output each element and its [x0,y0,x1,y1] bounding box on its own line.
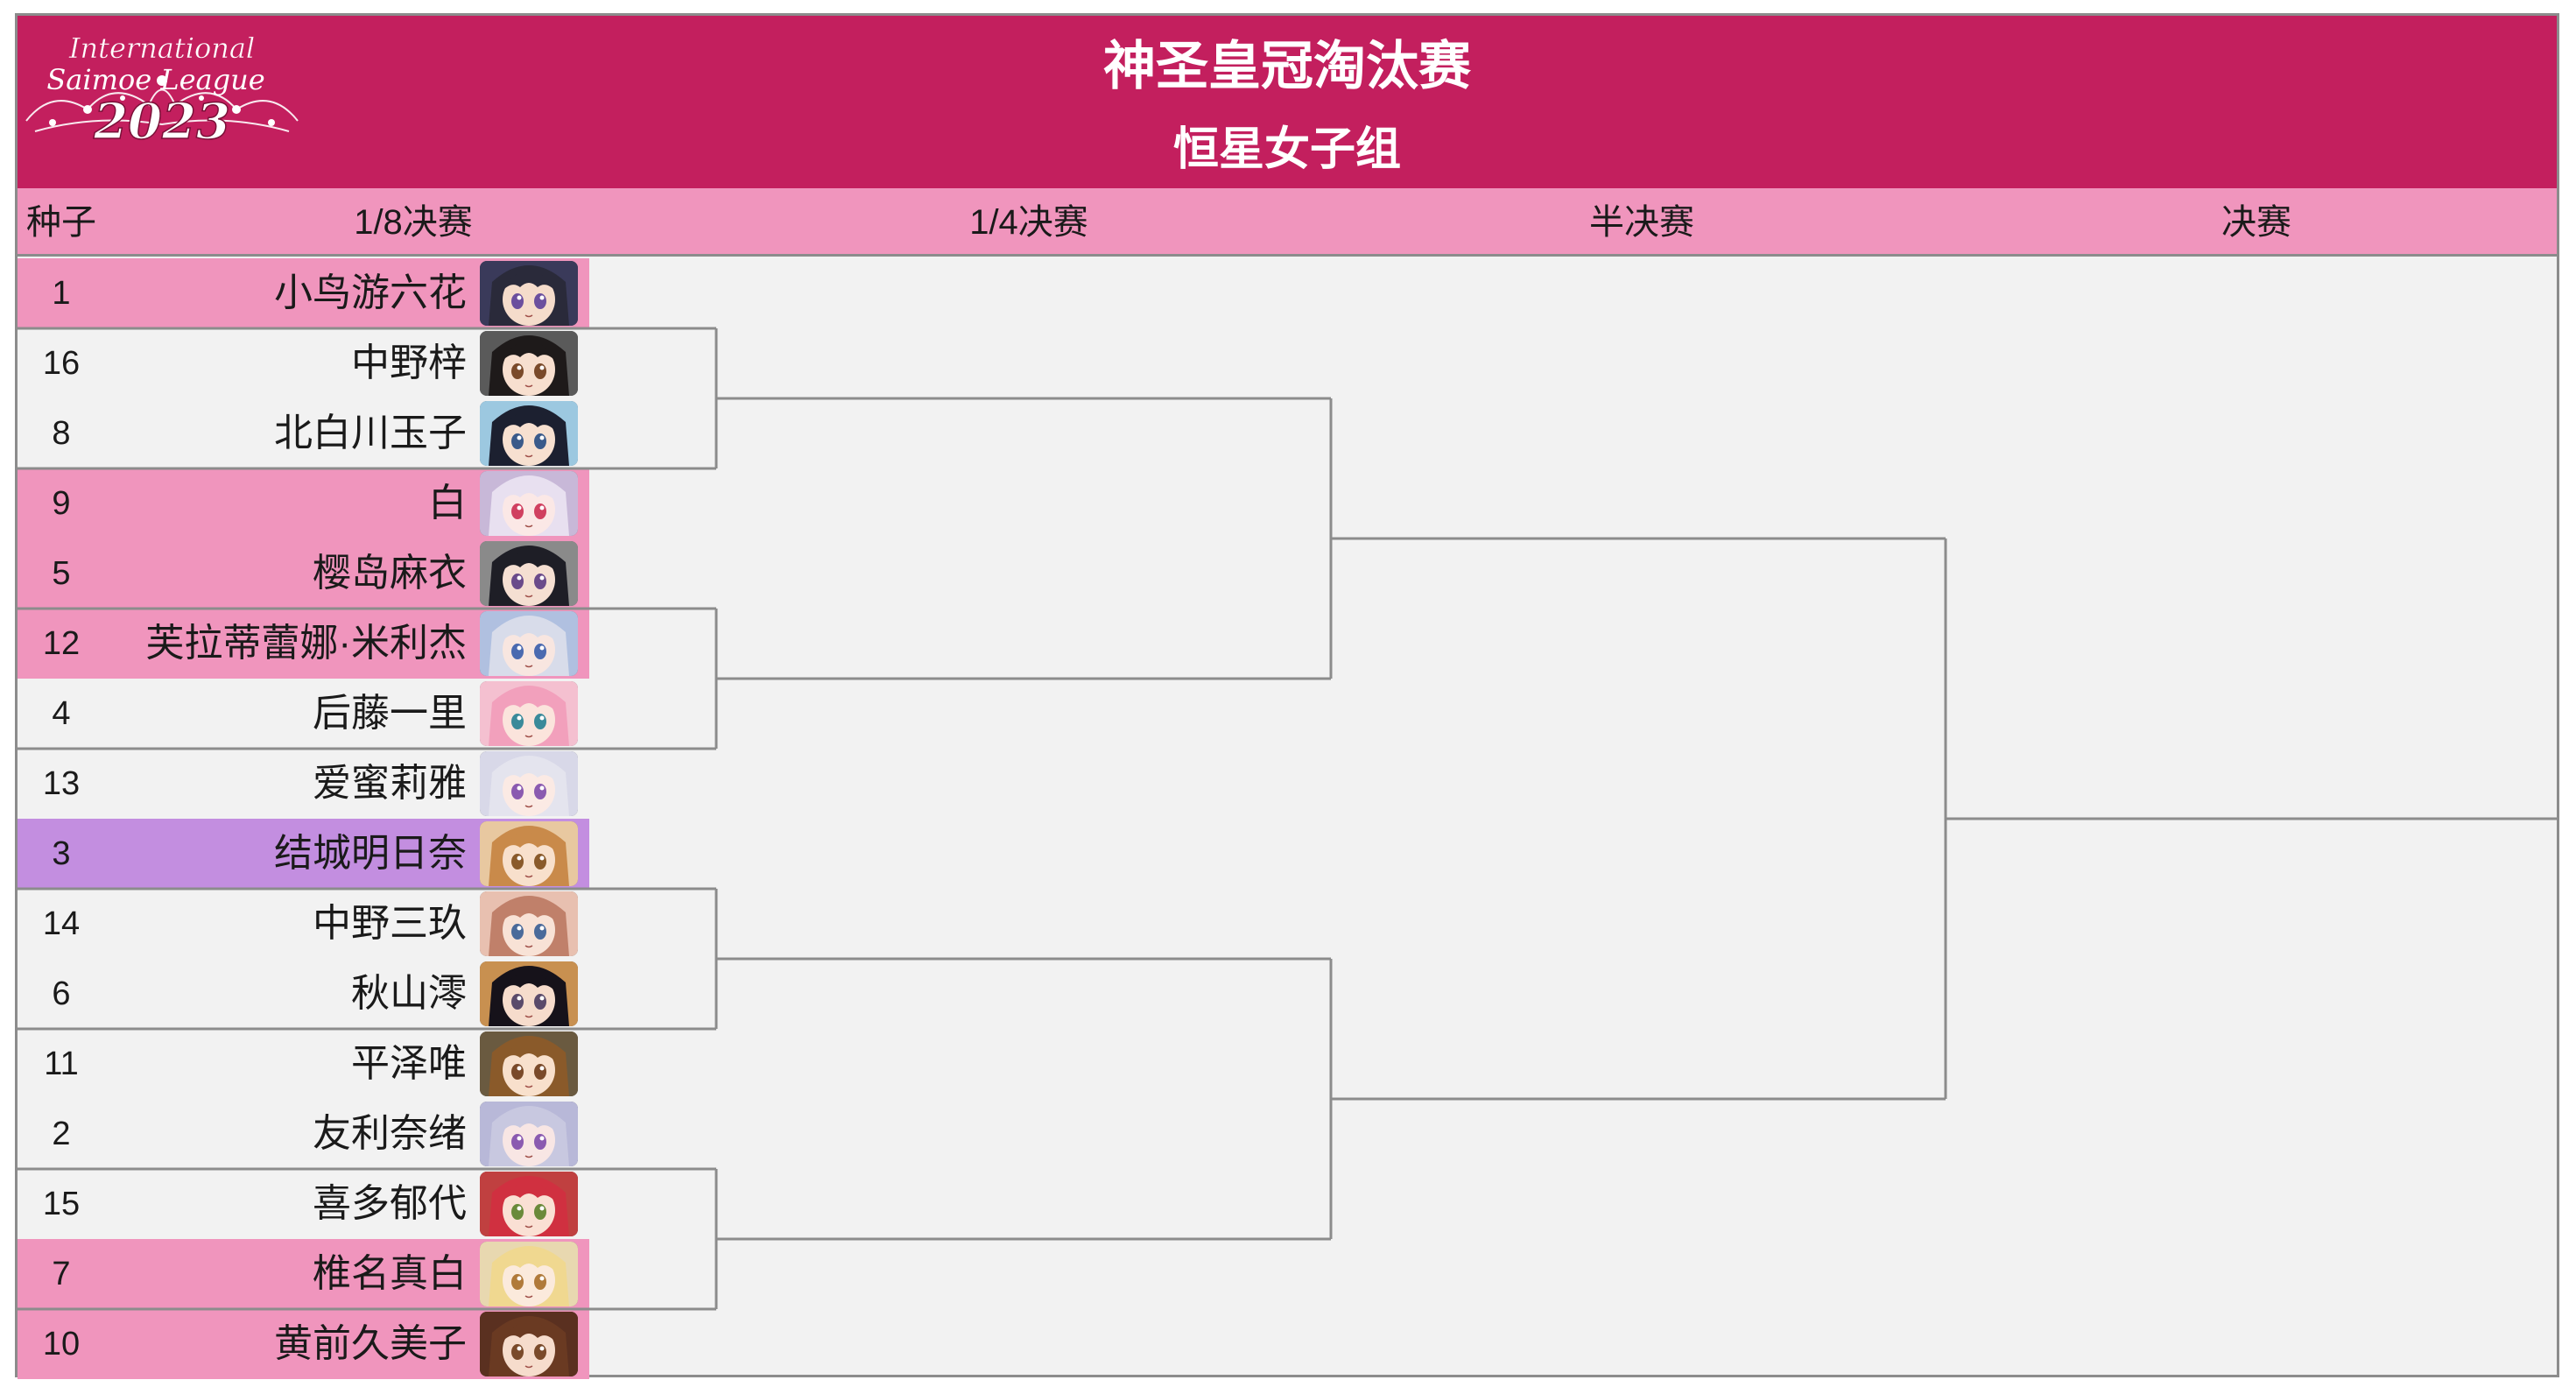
entry-seed: 12 [42,625,81,662]
entry-name: 喜多郁代 [313,1182,467,1225]
entry-seed: 14 [42,905,81,942]
svg-text:Saimoe League: Saimoe League [46,63,264,96]
entry-name: 北白川玉子 [274,412,467,454]
quarterfinal-header: 1/4决赛 [969,203,1088,242]
entry-name: 黄前久美子 [274,1322,467,1365]
entry-seed: 3 [52,835,71,872]
entry-seed: 16 [42,345,81,382]
character-avatar [480,401,578,466]
entry-name: 椎名真白 [313,1252,467,1295]
entry-row: 13 爱蜜莉雅 [18,749,589,819]
entry-row: 2 友利奈绪 [18,1099,589,1169]
entry-row: 5 樱岛麻衣 [18,539,589,609]
entry-row: 7 椎名真白 [18,1239,589,1309]
character-avatar [480,751,578,816]
character-avatar [480,1102,578,1166]
character-avatar [480,681,578,746]
entry-row: 8 北白川玉子 [18,398,589,468]
character-avatar [480,1172,578,1236]
svg-text:2023: 2023 [93,93,230,151]
entry-seed: 6 [52,975,71,1012]
entry-row: 11 平泽唯 [18,1029,589,1099]
character-avatar [480,1031,578,1096]
entry-seed: 10 [42,1326,81,1362]
entry-seed: 8 [52,415,71,452]
entry-name: 小鸟游六花 [274,271,467,314]
entry-name: 后藤一里 [313,692,467,735]
page-title: 神圣皇冠淘汰赛 [1103,37,1471,95]
entry-row: 15 喜多郁代 [18,1169,589,1239]
entry-row: 14 中野三玖 [18,889,589,959]
entry-seed: 1 [52,275,71,312]
entry-row: 4 后藤一里 [18,679,589,749]
entry-name: 中野梓 [351,341,467,384]
character-avatar [480,331,578,396]
character-avatar [480,961,578,1026]
character-avatar [480,1242,578,1306]
svg-text:International: International [68,32,255,65]
character-avatar [480,611,578,676]
entry-row: 6 秋山澪 [18,959,589,1029]
group-subtitle: 恒星女子组 [1172,124,1401,175]
entry-row: 1 小鸟游六花 [18,258,589,328]
entry-seed: 5 [52,555,71,592]
semifinal-header: 半决赛 [1589,203,1694,242]
entry-row: 10 黄前久美子 [18,1309,589,1379]
entry-name: 中野三玖 [313,902,467,945]
entry-seed: 11 [44,1046,79,1082]
entry-seed: 7 [52,1256,71,1292]
character-avatar [480,821,578,886]
entry-seed: 13 [42,765,81,802]
entry-seed: 15 [42,1186,81,1222]
seed-column-header: 种子 [26,203,96,242]
entry-name: 樱岛麻衣 [313,552,467,595]
final-header: 决赛 [2221,203,2291,242]
round-header-bar: 种子 1/8决赛 1/4决赛 半决赛 决赛 [18,188,2557,257]
entry-name: 白 [428,482,467,525]
entry-name: 芙拉蒂蕾娜·米利杰 [145,622,467,665]
entry-name: 秋山澪 [351,972,467,1015]
entry-seed: 9 [52,485,71,522]
character-avatar [480,471,578,536]
league-logo: International Saimoe League 2023 [25,32,299,151]
character-avatar [480,541,578,606]
entry-name: 爱蜜莉雅 [313,762,467,805]
entry-name: 结城明日奈 [274,832,467,875]
entry-row: 3 结城明日奈 [18,819,589,889]
header-bar [18,16,2557,188]
round-of-16-header: 1/8决赛 [354,203,473,242]
entry-seed: 4 [52,695,71,732]
entry-seed: 2 [52,1116,71,1152]
entry-name: 平泽唯 [351,1042,467,1085]
character-avatar [480,891,578,956]
entry-row: 16 中野梓 [18,328,589,398]
character-avatar [480,261,578,326]
character-avatar [480,1312,578,1376]
entry-name: 友利奈绪 [313,1112,467,1155]
entry-row: 12 芙拉蒂蕾娜·米利杰 [18,609,589,679]
